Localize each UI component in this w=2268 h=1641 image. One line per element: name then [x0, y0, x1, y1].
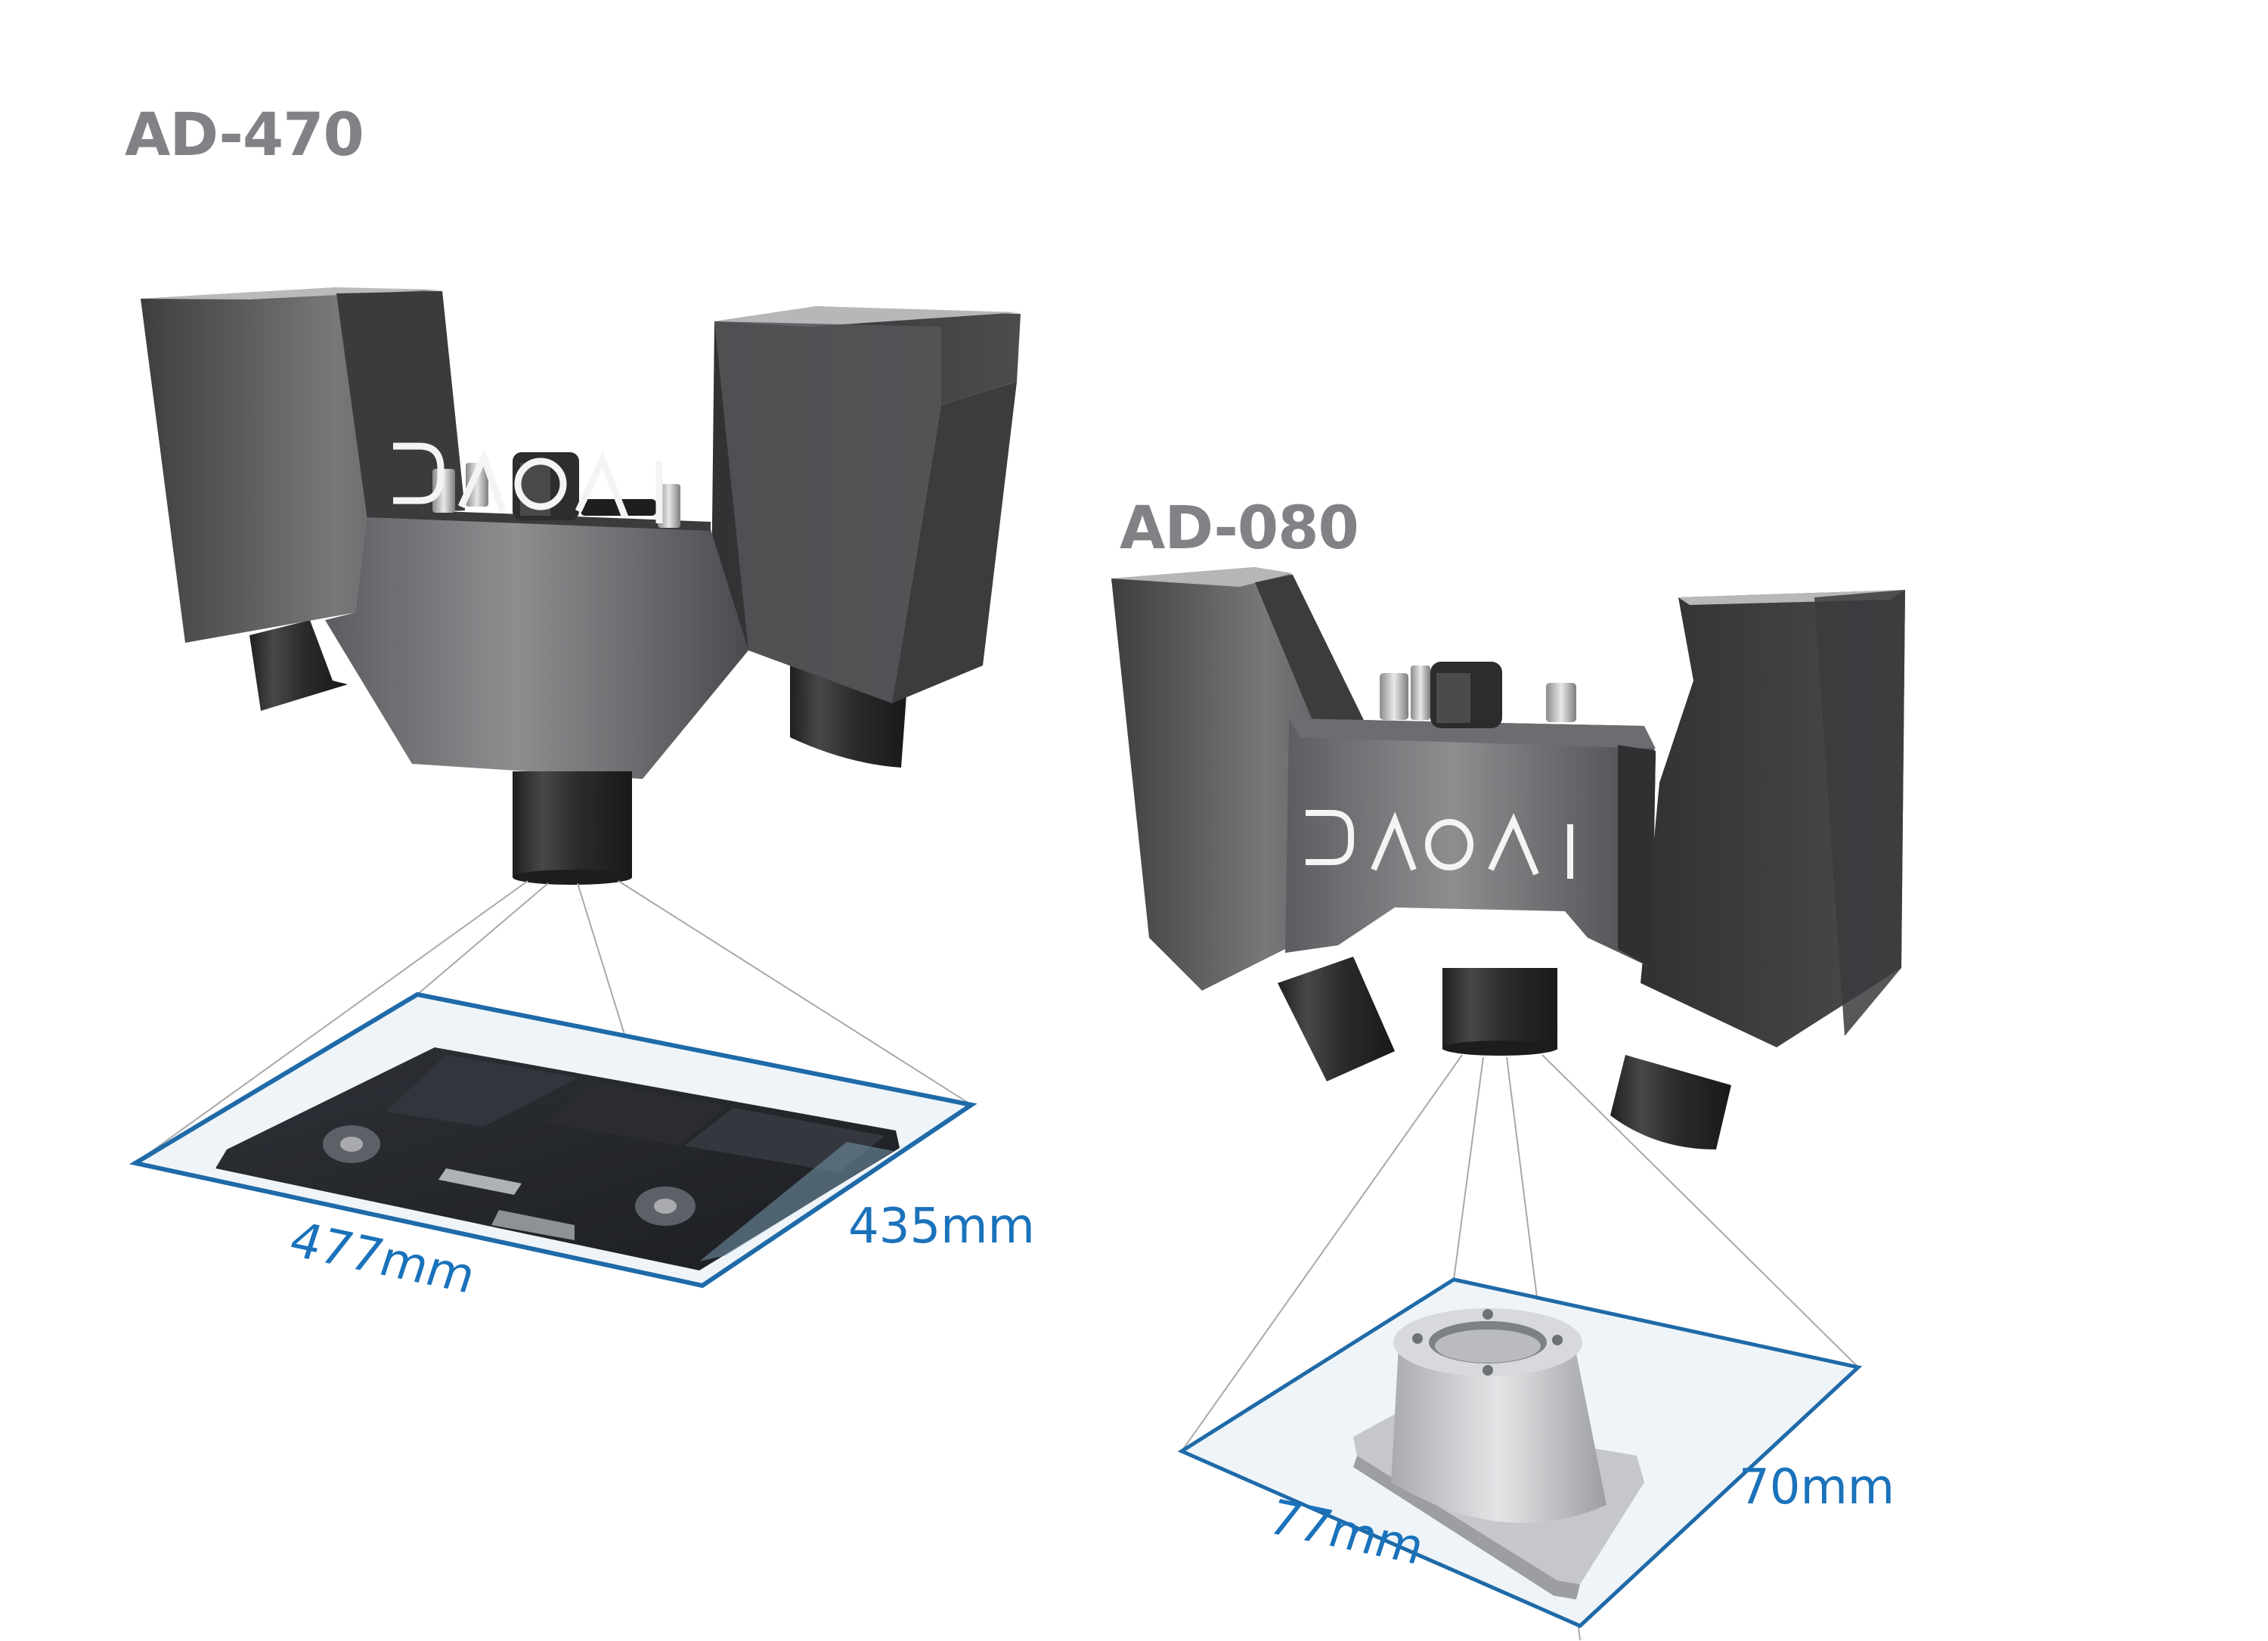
model-title-ad080: AD-080: [1120, 495, 1359, 563]
center-camera-lens-icon: [1442, 968, 1557, 1050]
fov-plane-ad080: [1177, 1277, 1863, 1628]
center-camera-lens-icon: [513, 771, 632, 877]
connector-icon: [1411, 665, 1430, 720]
connector-icon: [1546, 683, 1576, 722]
left-projector-lens-icon: [249, 620, 348, 711]
camera-ad080: [1111, 567, 1905, 1149]
daoai-logo-ad080: [1306, 810, 1573, 879]
fov-plane-ad470: [129, 991, 978, 1289]
flange-part-image: [1353, 1308, 1644, 1599]
model-title-ad470: AD-470: [125, 101, 364, 169]
motherboard-image: [215, 1047, 900, 1270]
connector-icon: [658, 484, 680, 528]
right-projector-lens-icon: [1610, 1055, 1731, 1149]
camera-ad470: [141, 287, 1021, 885]
daoai-logo-ad470: [393, 442, 663, 523]
connector-icon: [1380, 673, 1408, 720]
fov-depth-label-ad470: 435mm: [848, 1199, 1035, 1255]
left-projector-lens-icon: [1278, 957, 1395, 1081]
fov-depth-label-ad080: 70mm: [1739, 1460, 1895, 1515]
connector-icon: [466, 463, 488, 507]
